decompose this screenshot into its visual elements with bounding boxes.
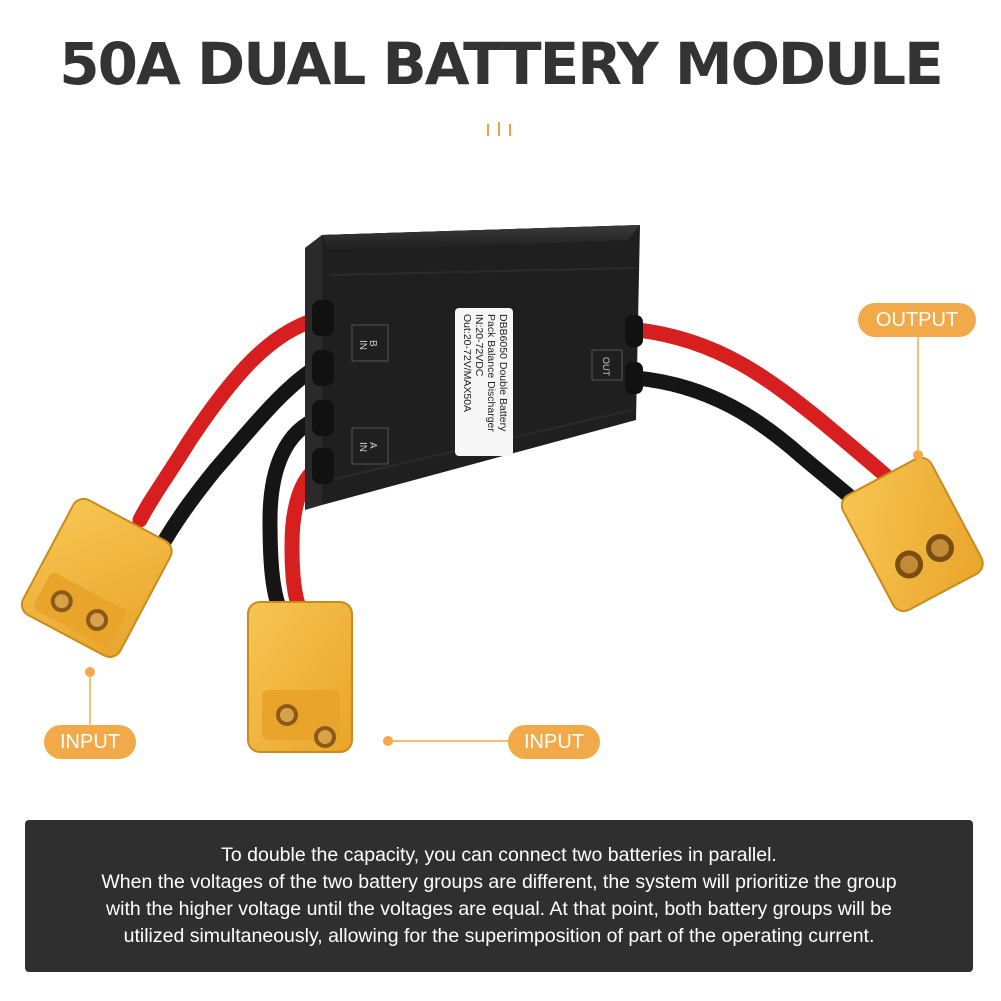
red-wire-out [630, 322, 893, 483]
xt90-plug-input-left [20, 497, 173, 658]
black-wire-b [157, 357, 328, 548]
sticker-line-1: DBB6050 Double Battery [497, 314, 509, 432]
sticker-line-4: Out:20-72V/MAX50A [461, 314, 473, 412]
input-callout-right: INPUT [508, 725, 600, 759]
port-b-label: B [367, 340, 378, 347]
xt90-socket-output [840, 456, 984, 613]
title-divider [485, 122, 519, 138]
page-title: 50A DUAL BATTERY MODULE [59, 30, 943, 98]
description-line: utilized simultaneously, allowing for th… [123, 925, 875, 947]
red-wire-b [132, 310, 330, 528]
description-line: with the higher voltage until the voltag… [106, 898, 892, 920]
description-line: To double the capacity, you can connect … [221, 844, 777, 866]
port-a-label: A [367, 442, 378, 449]
battery-module: B IN A IN OUT DBB6050 Double Battery Pac… [305, 225, 643, 510]
black-wire-out [628, 370, 868, 513]
port-b-in-label: IN [357, 340, 368, 350]
sticker-line-3: IN:20-72VDC [473, 314, 485, 377]
black-wire-a [262, 410, 328, 618]
input-callout-left: INPUT [44, 725, 136, 759]
port-out-label: OUT [601, 357, 611, 377]
port-a-in-label: IN [357, 442, 368, 452]
xt90-plug-input-right [247, 601, 353, 753]
description-line: When the voltages of the two battery gro… [101, 871, 897, 893]
module-sticker [455, 308, 513, 456]
sticker-line-2: Pack Balance Discharger [485, 314, 497, 432]
description-panel: To double the capacity, you can connect … [25, 820, 973, 972]
output-callout: OUTPUT [858, 303, 976, 337]
